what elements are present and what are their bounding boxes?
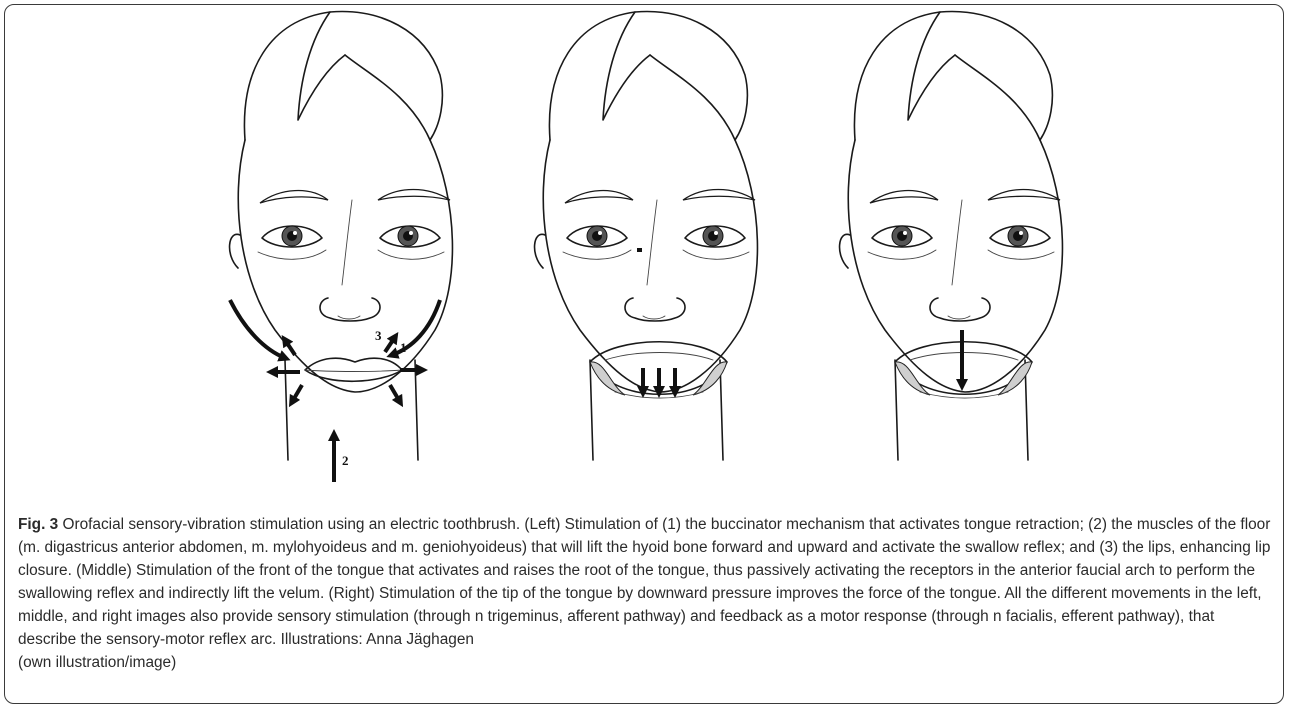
panel-middle — [535, 12, 758, 460]
caption-credit: (own illustration/image) — [18, 651, 1273, 674]
label-1: 1 — [400, 340, 407, 355]
caption-text: Orofacial sensory-vibration stimulation … — [18, 516, 1270, 648]
panel-left: 1 2 3 — [230, 12, 453, 482]
figure-label: Fig. 3 — [18, 516, 58, 533]
figure-illustration: 1 2 3 — [0, 0, 1290, 510]
panel-right — [840, 12, 1063, 460]
label-2: 2 — [342, 453, 349, 468]
label-3: 3 — [375, 328, 382, 343]
figure-caption: Fig. 3 Orofacial sensory-vibration stimu… — [18, 513, 1273, 674]
arrow-left-cheek — [230, 300, 285, 358]
lips — [305, 358, 402, 381]
